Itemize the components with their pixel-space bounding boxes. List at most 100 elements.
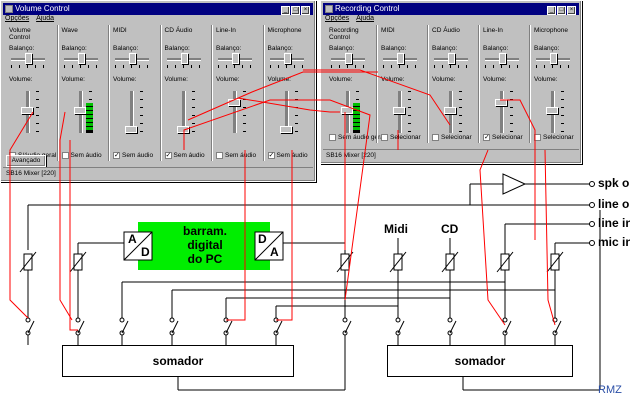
advanced-button[interactable]: Avançado [6,155,46,167]
line-out-terminal [589,202,595,208]
volume-control-titlebar[interactable]: Volume Control _ □ × [3,3,313,15]
close-button[interactable]: × [567,6,576,15]
volume-slider-thumb[interactable] [341,106,353,114]
switch [342,317,352,336]
balance-slider-thumb[interactable] [283,53,291,64]
pot-rec-master [340,253,350,271]
bus-label-line2: digital [187,238,223,252]
volume-ticks [36,91,39,133]
balance-slider-thumb[interactable] [232,53,239,64]
checkbox[interactable] [329,134,336,141]
midi-label: Midi [384,222,408,236]
balance-label: Balanço: [329,45,355,52]
checkbox[interactable] [216,152,223,159]
volume-label: Volume: [9,76,33,83]
balance-slider-thumb[interactable] [550,53,557,64]
balance-ticks [11,65,45,68]
level-meter [85,103,93,133]
volume-ticks [294,91,298,133]
channel-checkbox-row[interactable]: Selecionar [381,134,421,141]
volume-slider-thumb[interactable] [21,106,33,114]
checkbox-checked[interactable]: ✓ [113,152,120,159]
volume-slider-track[interactable] [233,91,237,133]
volume-slider-thumb[interactable] [73,106,86,114]
switches [25,317,562,336]
checkbox-checked[interactable]: ✓ [164,152,172,159]
checkbox-label: Sem áudio [225,152,257,159]
balance-slider-thumb[interactable] [25,53,32,64]
ad-label-d: D [141,245,150,259]
channel-title: CD Áudio [164,27,193,34]
volume-slider-thumb[interactable] [546,106,558,114]
menu-options[interactable]: Opções [325,15,350,22]
balance-slider-thumb[interactable] [397,53,404,64]
checkbox[interactable] [534,134,541,141]
channel-checkbox-row[interactable]: ✓Sem áudio [267,152,308,159]
maximize-button[interactable]: □ [291,6,300,15]
balance-label: Balanço: [9,45,35,52]
balance-slider-thumb[interactable] [448,53,455,64]
volume-slider-thumb[interactable] [444,106,456,114]
volume-slider-thumb[interactable] [176,125,189,133]
minimize-button[interactable]: _ [547,6,556,15]
checkbox-checked[interactable]: ✓ [483,134,490,141]
ad-label-a: A [128,232,137,246]
balance-ticks [218,65,252,68]
balance-ticks [166,65,201,68]
volume-label: Volume: [483,76,507,83]
balance-label: Balanço: [216,45,242,52]
channel-checkbox-row[interactable]: Sem áudio [216,152,256,159]
volume-slider-track[interactable] [500,91,504,133]
maximize-button[interactable]: □ [557,6,566,15]
checkbox[interactable] [381,134,388,141]
minimize-button[interactable]: _ [281,6,290,15]
volume-slider-thumb[interactable] [393,106,405,114]
channel-checkbox-row[interactable]: Selecionar [534,134,574,141]
recording-control-titlebar[interactable]: Recording Control _ □ × [323,3,579,15]
channel-checkbox-row[interactable]: Sem áudio [61,152,102,159]
balance-slider-thumb[interactable] [77,53,85,64]
balance-label: Balanço: [534,45,560,52]
balance-ticks [536,65,570,68]
balance-slider-thumb[interactable] [180,53,188,64]
balance-ticks [269,65,304,68]
recording-status-bar: SB16 Mixer [220] [323,149,579,161]
menu-options[interactable]: Opções [5,15,30,22]
menu-help[interactable]: Ajuda [36,15,55,22]
switch [395,317,405,336]
switch [223,317,233,336]
checkbox[interactable] [432,134,439,141]
author-signature: RMZ [598,384,622,396]
microphone-icon [325,5,333,13]
switch [502,317,512,336]
volume-ticks [561,91,564,133]
summer-playback: somador [62,345,294,377]
checkbox-label: Sem áudio [70,152,102,159]
channel-checkbox-row[interactable]: Selecionar [432,134,472,141]
volume-control-window: Volume Control _ □ × Opções Ajuda Volume… [0,0,316,182]
volume-slider-thumb[interactable] [279,125,292,133]
volume-control-title: Volume Control [15,4,70,13]
volume-slider-thumb[interactable] [228,98,240,106]
volume-slider-thumb[interactable] [125,125,137,133]
close-button[interactable]: × [301,6,310,15]
balance-label: Balanço: [113,45,139,52]
checkbox[interactable] [61,152,69,159]
balance-ticks [383,65,417,68]
checkbox-checked[interactable]: ✓ [267,152,275,159]
channel-checkbox-row[interactable]: ✓Sem áudio [113,152,153,159]
channel-checkbox-row[interactable]: ✓Sem áudio [164,152,205,159]
channel-checkbox-row[interactable]: ✓Selecionar [483,134,523,141]
balance-slider-thumb[interactable] [129,53,136,64]
balance-slider-thumb[interactable] [499,53,506,64]
checkbox-label: Sem áudio [122,152,154,159]
balance-slider-thumb[interactable] [345,53,352,64]
balance-ticks [63,65,98,68]
volume-slider-track[interactable] [130,91,134,133]
volume-label: Volume: [113,76,137,83]
menu-help[interactable]: Ajuda [356,15,375,22]
volume-label: Volume: [164,76,189,83]
volume-slider-thumb[interactable] [495,98,507,106]
